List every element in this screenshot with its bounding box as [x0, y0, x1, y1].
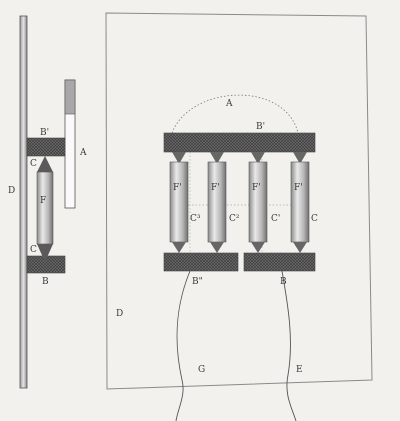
- label-f-left: F: [40, 196, 46, 206]
- label-f2: F': [211, 183, 220, 193]
- dotted-arc-a: [171, 94, 299, 134]
- label-a-arc: A: [225, 99, 233, 109]
- wire-g: [175, 270, 191, 421]
- label-f4: F': [294, 183, 303, 193]
- cylinder-4: [290, 152, 310, 253]
- label-f1: F': [173, 183, 182, 193]
- label-b-left: B: [42, 277, 49, 287]
- label-c0: C: [311, 214, 318, 224]
- side-view: A B' C D F C B: [8, 15, 87, 389]
- bar-b-front: [243, 252, 316, 272]
- label-d-right: D: [116, 309, 123, 319]
- cylinder-2: [207, 152, 227, 253]
- board-d-side: [19, 15, 28, 389]
- label-b-right: B: [280, 277, 287, 287]
- cone-c-top-side: [37, 156, 53, 172]
- bar-b-prime-front: [163, 132, 316, 153]
- label-c-bottom-left: C: [30, 245, 37, 255]
- label-b-double-prime: B": [192, 277, 203, 287]
- label-c2: C²: [229, 214, 240, 224]
- label-a-left: A: [79, 148, 87, 158]
- cylinder-1: [169, 152, 189, 253]
- label-c-top-left: C: [30, 159, 37, 169]
- label-f3: F': [252, 183, 261, 193]
- label-e: E: [296, 365, 303, 375]
- cone-c-bottom-side: [37, 244, 53, 262]
- label-d-left: D: [8, 186, 15, 196]
- wire-e: [281, 270, 297, 421]
- label-b-prime-left: B': [40, 128, 49, 138]
- label-c1: C': [271, 214, 280, 224]
- front-view: A B' F' F' F' F' C³ C² C' C B" B D G E: [105, 12, 373, 421]
- label-c3: C³: [190, 214, 201, 224]
- cylinder-3: [248, 152, 268, 253]
- cylinder-f-side: [36, 171, 54, 245]
- board-outline: [105, 12, 373, 390]
- bar-b-double-prime-front: [163, 252, 239, 272]
- label-b-prime-top: B': [256, 122, 265, 132]
- bar-b-prime-side: [26, 137, 66, 157]
- label-g: G: [198, 365, 205, 375]
